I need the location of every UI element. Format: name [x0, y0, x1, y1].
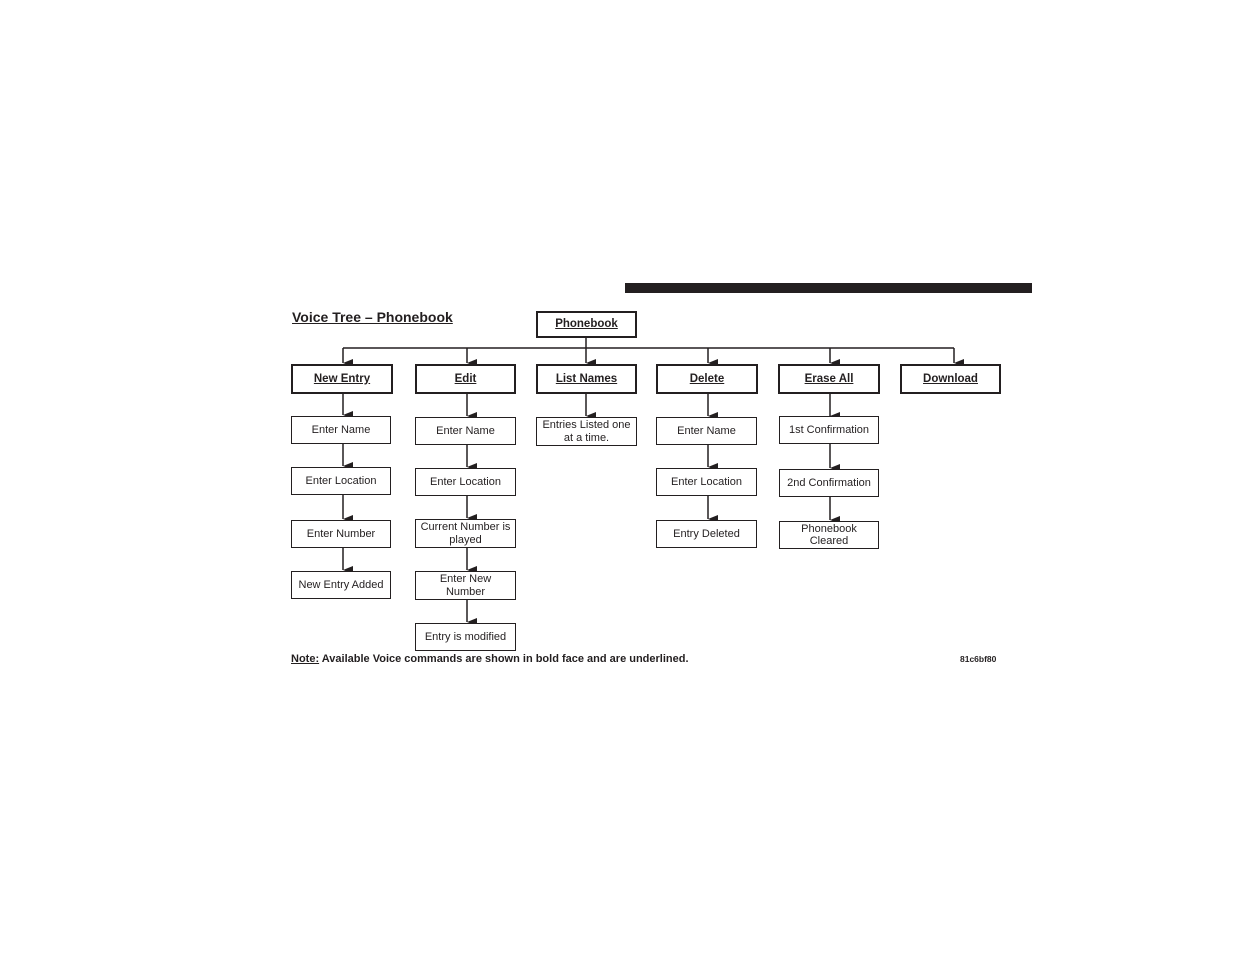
figure-code: 81c6bf80 [960, 654, 997, 664]
step-new-entry-added: New Entry Added [291, 571, 391, 599]
command-erase-all: Erase All [778, 364, 880, 394]
step-edit-enter-name: Enter Name [415, 417, 516, 445]
step-delete-entry-deleted: Entry Deleted [656, 520, 757, 548]
step-erase-first-confirmation: 1st Confirmation [779, 416, 879, 444]
step-edit-current-number-played: Current Number is played [415, 519, 516, 548]
footnote-label: Note: [291, 653, 320, 665]
step-new-entry-enter-name: Enter Name [291, 416, 391, 444]
step-edit-enter-location: Enter Location [415, 468, 516, 496]
command-download: Download [900, 364, 1001, 394]
step-new-entry-enter-location: Enter Location [291, 467, 391, 495]
step-erase-phonebook-cleared: Phonebook Cleared [779, 521, 879, 549]
step-edit-entry-modified: Entry is modified [415, 623, 516, 651]
step-erase-second-confirmation: 2nd Confirmation [779, 469, 879, 497]
command-new-entry: New Entry [291, 364, 393, 394]
header-bar [625, 283, 1032, 293]
diagram-title: Voice Tree – Phonebook [292, 309, 453, 325]
root-phonebook-node: Phonebook [536, 311, 637, 338]
command-delete: Delete [656, 364, 758, 394]
step-delete-enter-location: Enter Location [656, 468, 757, 496]
step-list-names-entries-listed: Entries Listed one at a time. [536, 417, 637, 446]
step-edit-enter-new-number: Enter New Number [415, 571, 516, 600]
command-edit: Edit [415, 364, 516, 394]
command-list-names: List Names [536, 364, 637, 394]
step-new-entry-enter-number: Enter Number [291, 520, 391, 548]
step-delete-enter-name: Enter Name [656, 417, 757, 445]
footnote: Note: Available Voice commands are shown… [291, 653, 689, 665]
footnote-text: Available Voice commands are shown in bo… [319, 653, 689, 665]
